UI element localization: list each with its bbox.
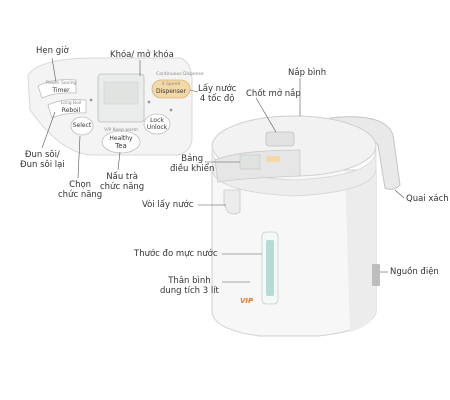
indicator-dot [89,98,93,102]
healthy-tea-label: Healthy Tea [104,135,138,150]
leader-hen-gio [51,57,57,83]
reboil-label: Reboil [61,107,81,114]
timer-label: Timer [52,87,70,94]
label-nguon-dien: Nguồn điện [390,267,439,277]
dispenser-sub-label: 4 Speed [161,82,181,87]
indicator-dot [169,108,173,112]
leader-chon [77,135,81,179]
label-quai-xach: Quai xách [406,194,449,204]
label-voi-lay-nuoc: Vòi lấy nước [142,200,194,210]
vip-keep-warm-label: VIP Keep warm [104,128,138,133]
leader-dun-soi [41,111,56,149]
unlock-label: Unlock [146,124,168,131]
label-hen-gio: Hẹn giờ [36,46,69,56]
label-than-binh-line1: Thân bình [168,276,211,286]
control-panel-closeup [27,57,193,156]
leader-chot [255,97,277,133]
spout [223,189,241,215]
label-bang-dieu-khien: Bảng điều khiển [170,154,214,174]
label-bang-line1: Bảng [181,154,204,164]
pot-product [211,115,401,337]
lock-button[interactable] [143,113,171,135]
select-label: Select [72,122,92,129]
label-chon-line1: Chọn [69,180,92,190]
leader-quai [394,189,405,199]
leader-nau-tra [117,151,121,171]
vip-mark: VIP [240,297,254,305]
tea-label: Tea [115,142,127,150]
body-shade [345,170,376,332]
indicator-dot [147,100,151,104]
timer-sub-label: Power Saving [46,81,77,86]
dispenser-button-label: 4 Speed Dispenser [152,81,190,95]
label-bang-line2: điều khiển [170,164,215,174]
pot-dispenser-button[interactable] [266,156,280,162]
label-nap-binh: Nắp bình [288,68,327,78]
label-lay-nuoc: Lấy nước 4 tốc độ [198,84,236,104]
lock-label: Lock [150,117,164,124]
pot-display [239,154,261,170]
timer-button-label: Power Saving Timer [46,80,76,94]
lock-button-label: Lock Unlock [144,117,170,131]
reboil-button[interactable] [47,99,87,119]
label-dun-soi: Đun sôi/ Đun sôi lại [20,150,65,170]
continuous-dispense-label: Continuous Dispense [156,72,204,77]
label-nau-tra: Nấu trà chức năng [100,172,144,192]
healthy-tea-button[interactable] [101,130,141,154]
level-gauge-fill [266,240,274,296]
label-thuoc-do-muc-nuoc: Thước đo mực nước [134,249,218,259]
label-than-binh-line2: dung tích 3 lít [160,286,219,296]
label-than-binh: Thân bình dung tích 3 lít [160,276,219,296]
lid-latch[interactable] [265,131,295,147]
label-lay-nuoc-line2: 4 tốc độ [199,94,235,104]
label-dun-soi-line2: Đun sôi lại [20,160,65,170]
dispenser-label: Dispenser [156,88,186,95]
lcd-digits [103,81,139,105]
timer-button[interactable] [37,79,77,99]
reboil-button-label: Long Boil Reboil [56,100,86,114]
label-chon-chuc-nang: Chọn chức năng [58,180,102,200]
label-chon-line2: chức năng [58,190,103,200]
label-khoa-mo-khoa: Khóa/ mở khóa [110,50,174,60]
leader-lines [41,57,405,283]
select-button[interactable] [70,116,94,136]
label-lay-nuoc-line1: Lấy nước [198,84,237,94]
label-dun-soi-line1: Đun sôi/ [24,150,60,160]
reboil-sub-label: Long Boil [60,101,82,106]
healthy-label: Healthy [109,135,133,142]
label-chot-mo-nap: Chốt mở nắp [246,89,301,99]
power-socket [372,264,380,286]
dispenser-button[interactable] [151,79,191,99]
label-nau-tra-line2: chức năng [100,182,145,192]
label-nau-tra-line1: Nấu trà [106,172,138,182]
leader-lay-nuoc [189,89,199,93]
